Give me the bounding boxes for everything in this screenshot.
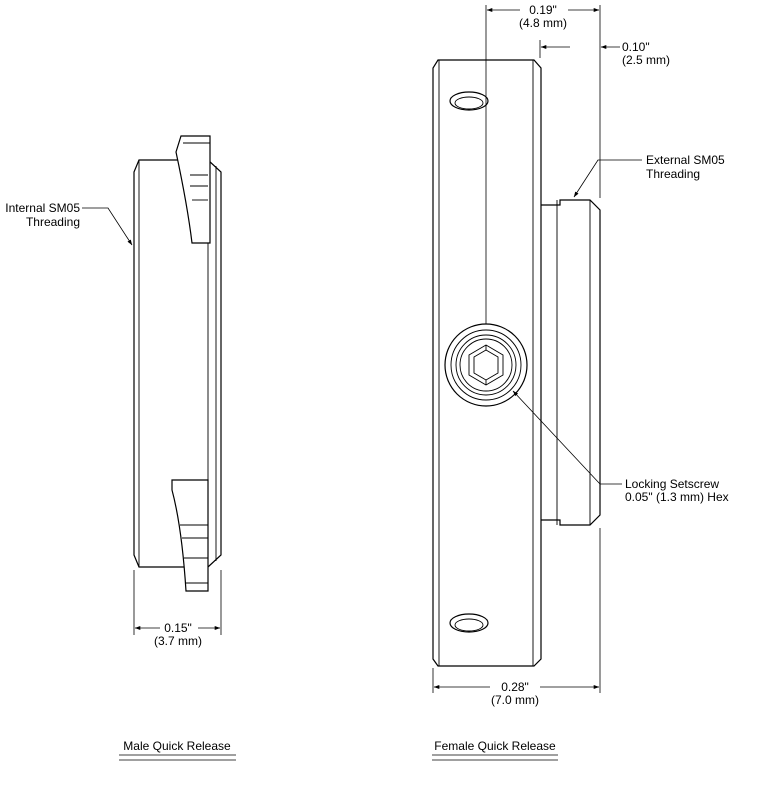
- male-title: Male Quick Release: [123, 739, 231, 753]
- internal-threading-label-2: Threading: [26, 215, 80, 229]
- male-width-dimension: 0.15" (3.7 mm): [133, 570, 222, 648]
- offset-dimension: 0.19" (4.8 mm): [485, 3, 601, 324]
- offset-in: 0.19": [529, 3, 557, 17]
- offset-mm: (4.8 mm): [519, 16, 567, 30]
- external-threading-label-1: External SM05: [646, 153, 725, 167]
- setscrew-callout: Locking Setscrew 0.05" (1.3 mm) Hex: [512, 390, 729, 504]
- setscrew-label-2: 0.05" (1.3 mm) Hex: [625, 490, 729, 504]
- thread-length-mm: (2.5 mm): [622, 53, 670, 67]
- male-width-mm: (3.7 mm): [154, 634, 202, 648]
- male-title-group: Male Quick Release: [119, 739, 236, 761]
- setscrew-label-1: Locking Setscrew: [625, 477, 719, 491]
- female-threaded-boss: [539, 199, 601, 526]
- female-width-dimension: 0.28" (7.0 mm): [432, 528, 601, 707]
- female-title-group: Female Quick Release: [432, 739, 558, 761]
- female-width-in: 0.28": [501, 680, 529, 694]
- male-quick-release: [133, 135, 222, 592]
- male-width-in: 0.15": [164, 621, 192, 635]
- female-title: Female Quick Release: [434, 739, 556, 753]
- male-top-latch: [175, 135, 211, 244]
- locking-setscrew: [444, 323, 528, 407]
- thread-length-in: 0.10": [622, 40, 650, 54]
- external-threading-label-2: Threading: [646, 167, 700, 181]
- female-width-mm: (7.0 mm): [491, 693, 539, 707]
- thread-length-dimension: 0.10" (2.5 mm): [539, 40, 670, 67]
- bottom-mounting-hole: [449, 613, 489, 633]
- female-quick-release: [432, 59, 601, 667]
- internal-threading-callout: Internal SM05 Threading: [5, 201, 133, 246]
- internal-threading-label-1: Internal SM05: [5, 201, 80, 215]
- top-mounting-hole: [449, 91, 489, 111]
- external-threading-callout: External SM05 Threading: [573, 153, 725, 198]
- male-bottom-latch: [171, 479, 209, 592]
